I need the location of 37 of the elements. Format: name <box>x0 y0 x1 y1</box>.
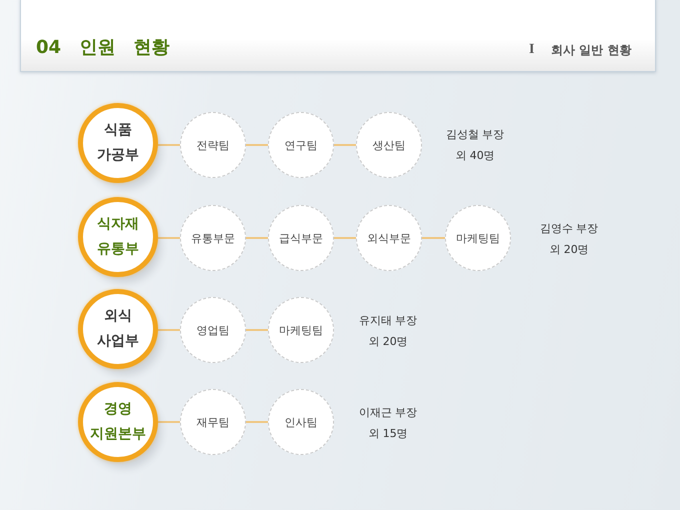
team-name: 외식부문 <box>367 230 411 246</box>
department-circle <box>78 103 158 183</box>
connector-line <box>334 237 356 239</box>
team-name: 전략팀 <box>196 138 230 152</box>
department-name: 경영 지원본부 <box>89 400 147 444</box>
connector-line <box>422 237 445 239</box>
section-number: I <box>529 41 534 59</box>
staff-note: 유지태 부장 외 20명 <box>358 313 418 350</box>
connector-line <box>246 329 268 331</box>
department-name: 외식 사업부 <box>96 307 140 351</box>
team-name: 급식부문 <box>279 230 323 246</box>
page-title: 04 인원 현황 <box>36 36 170 60</box>
staff-note: 이재근 부장 외 15명 <box>358 405 418 442</box>
connector-line <box>158 237 180 239</box>
department-circle <box>78 382 158 462</box>
team-name: 인사팀 <box>284 414 318 430</box>
department-name: 식자재 유통부 <box>96 215 140 259</box>
team-name: 재무팀 <box>196 414 230 430</box>
team-name: 마케팅팀 <box>456 230 500 246</box>
connector-line <box>246 421 268 423</box>
connector-line <box>334 144 356 146</box>
connector-line <box>158 421 180 423</box>
connector-line <box>158 144 180 146</box>
connector-line <box>246 144 268 146</box>
connector-line <box>246 237 268 239</box>
team-name: 마케팅팀 <box>279 322 323 338</box>
department-circle <box>78 289 158 369</box>
section-title: 회사 일반 현황 <box>551 42 632 59</box>
team-name: 유통부문 <box>191 230 235 246</box>
connector-line <box>158 329 180 331</box>
team-name: 생산팀 <box>372 138 406 152</box>
department-name: 식품 가공부 <box>96 121 140 165</box>
team-name: 영업팀 <box>196 322 230 338</box>
staff-note: 김성철 부장 외 40명 <box>444 127 506 164</box>
team-name: 연구팀 <box>284 138 318 152</box>
staff-note: 김영수 부장 외 20명 <box>538 221 600 258</box>
department-circle <box>78 197 158 277</box>
